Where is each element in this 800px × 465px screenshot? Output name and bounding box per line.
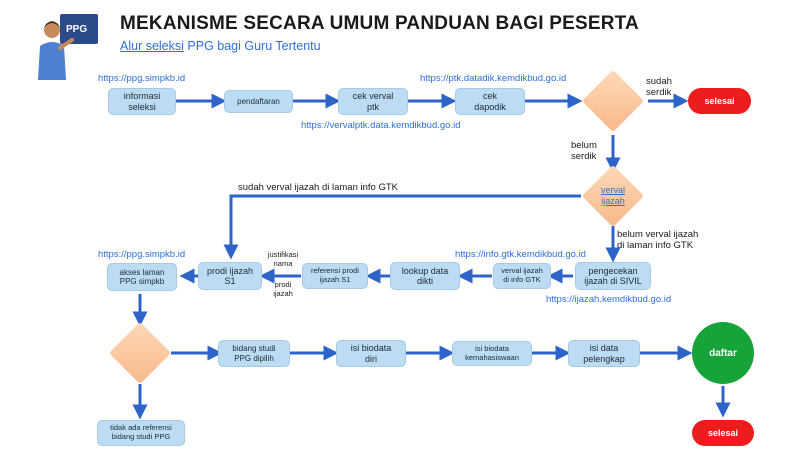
alur-seleksi-link[interactable]: Alur seleksi [120, 39, 184, 53]
end-selesai-bottom: selesai [692, 420, 754, 446]
link-info-gtk[interactable]: https://info.gtk.kemdikbud.go.id [455, 249, 586, 260]
subtitle-rest: PPG bagi Guru Tertentu [183, 39, 321, 53]
link-ijazah[interactable]: https://ijazah.kemdikbud.go.id [546, 294, 672, 305]
label-sudah-verval: sudah verval ijazah di laman info GTK [238, 182, 398, 193]
link-simpkb-left[interactable]: https://ppg.simpkb.id [98, 249, 186, 260]
link-datadik[interactable]: https://ptk.datadik.kemdikbud.go.id [420, 73, 567, 84]
start-daftar: daftar [692, 322, 754, 384]
link-simpkb-top[interactable]: https://ppg.simpkb.id [98, 73, 186, 84]
node-pendaftaran: pendaftaran [224, 90, 293, 113]
arrow-sudah-verval [223, 194, 581, 260]
ppg-badge-text: PPG [66, 24, 87, 35]
link-vervalptk[interactable]: https://vervalptk.data.kemdikbud.go.id [301, 120, 461, 131]
page-title: MEKANISME SECARA UMUM PANDUAN BAGI PESER… [120, 13, 639, 34]
presenter-avatar: PPG [38, 14, 98, 80]
end-selesai-top: selesai [688, 88, 751, 114]
page-subtitle: Alur seleksi PPG bagi Guru Tertentu [120, 39, 321, 53]
